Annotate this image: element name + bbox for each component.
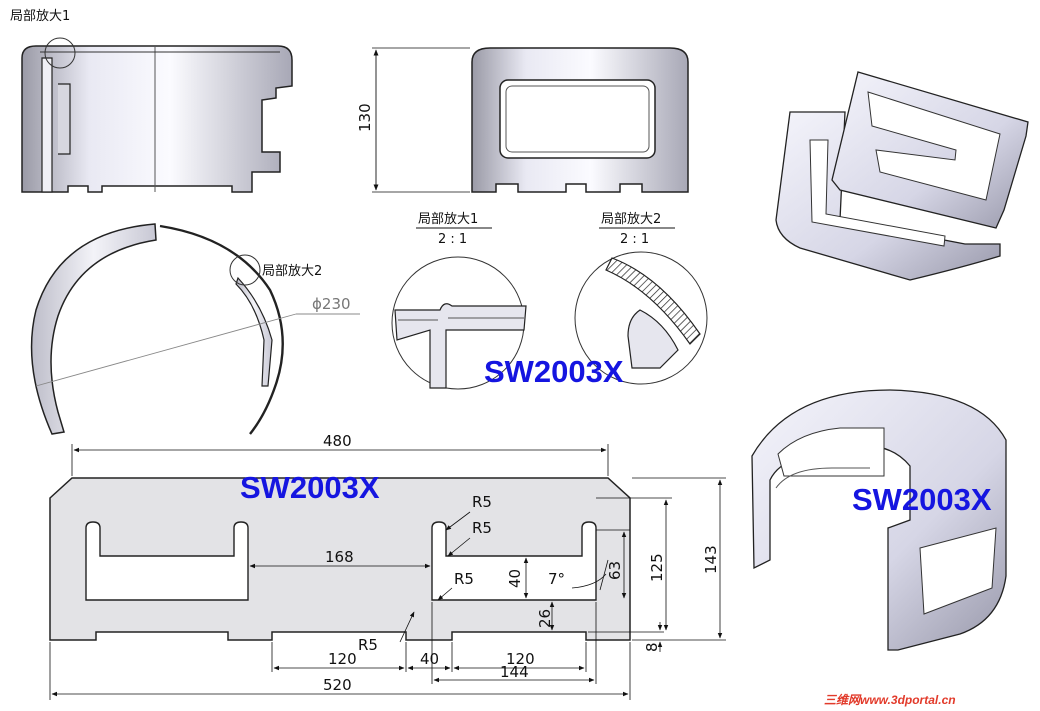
dim-520-label: 520: [323, 676, 352, 694]
isometric-view-top: [775, 71, 1029, 281]
dim-r5-d-label: R5: [358, 636, 378, 654]
dim-26-label: 26: [536, 609, 554, 628]
dim-63-label: 63: [606, 561, 624, 580]
front-view: [21, 45, 293, 193]
dim-7deg-label: 7°: [548, 570, 565, 588]
dim-r5-a-label: R5: [472, 493, 492, 511]
top-view-arc: [30, 223, 284, 435]
watermark-flat: SW2003X: [240, 470, 380, 505]
footer-site: 三维网www.3dportal.cn: [824, 693, 956, 707]
detail2-scale: 2 : 1: [620, 232, 649, 247]
flat-pattern-dimensions: [49, 444, 726, 700]
detail-view-1: [391, 256, 527, 390]
dim-40v-label: 40: [506, 569, 524, 588]
dim-230-label: ϕ230: [312, 295, 351, 313]
flat-pattern: [49, 477, 631, 641]
dim-168-label: 168: [325, 548, 354, 566]
dimension-diameter-230: [35, 313, 360, 387]
dim-480-label: 480: [323, 432, 352, 450]
dimension-130: [372, 47, 470, 193]
dim-143-label: 143: [702, 545, 720, 574]
dim-r5-b-label: R5: [472, 519, 492, 537]
dim-8-label: 8: [643, 642, 661, 652]
side-view: [471, 47, 689, 193]
detail1-marker-circle: [44, 37, 76, 69]
detail2-marker-circle: [229, 254, 261, 286]
detail2-title: 局部放大2: [262, 264, 322, 279]
detail1-title: 局部放大1: [10, 9, 70, 24]
detail2-caption: 局部放大2: [601, 212, 661, 227]
dim-120a-label: 120: [328, 650, 357, 668]
watermark-isometric: SW2003X: [852, 482, 992, 517]
detail1-caption: 局部放大1: [418, 212, 478, 227]
watermark-detail: SW2003X: [484, 354, 624, 389]
detail1-scale: 2 : 1: [438, 232, 467, 247]
dim-130-label: 130: [356, 103, 374, 132]
dim-r5-c-label: R5: [454, 570, 474, 588]
detail-view-2: [574, 251, 708, 385]
dim-125-label: 125: [648, 553, 666, 582]
dim-40-label: 40: [420, 650, 439, 668]
dim-144-label: 144: [500, 663, 529, 681]
dim-120b-label: 120: [506, 650, 535, 668]
isometric-view-bottom: [751, 389, 1007, 651]
